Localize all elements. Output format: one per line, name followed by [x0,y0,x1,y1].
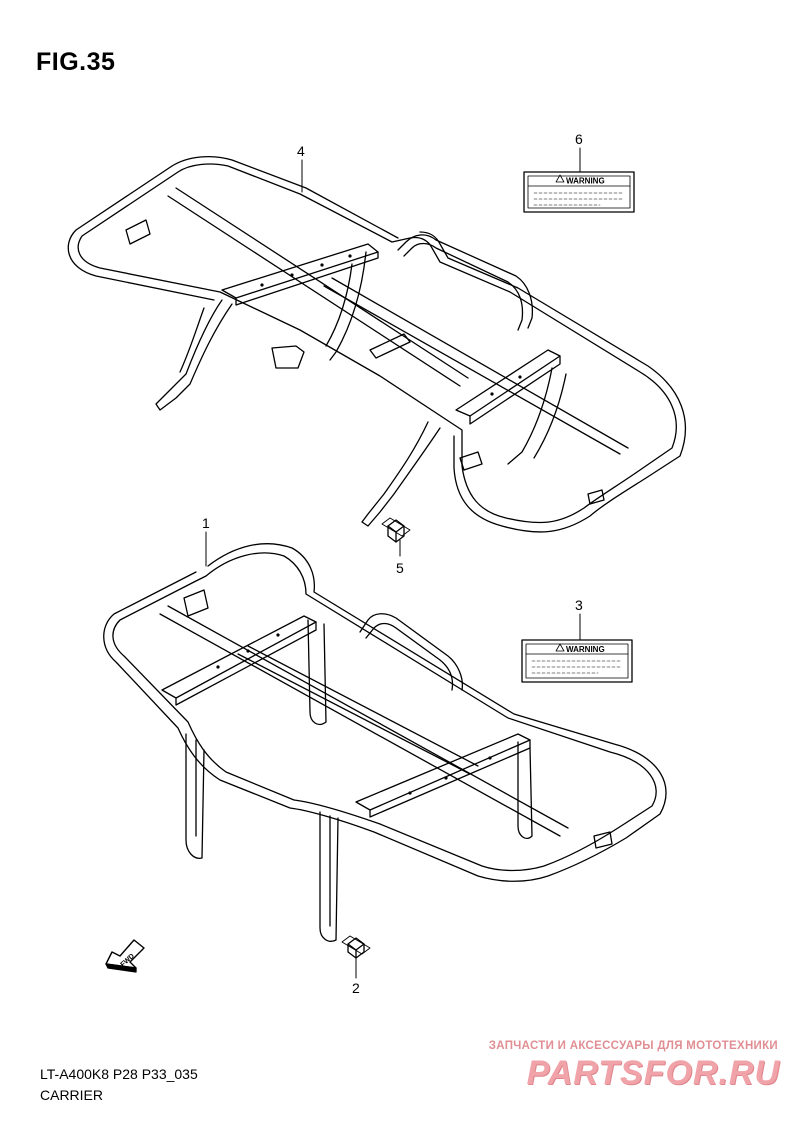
bolt-5-drawing [381,517,411,543]
footer-model-code: LT-A400K8 P28 P33_035 [40,1066,198,1082]
callout-2: 2 [352,980,360,996]
callout-3: 3 [575,597,583,613]
callout-6: 6 [575,131,583,147]
callout-1: 1 [202,515,210,531]
warning-label-6-text: WARNING [566,177,605,186]
rear-carrier-drawing [67,155,687,533]
watermark-tagline: ЗАПЧАСТИ И АКСЕССУАРЫ ДЛЯ МОТОТЕХНИКИ [488,1040,778,1052]
watermark-logo: PARTSFOR.RU [526,1054,780,1092]
warning-label-6-drawing [523,171,635,213]
figure-title: FIG.35 [36,48,116,76]
bolt-2-drawing [341,935,371,959]
front-carrier-drawing [103,543,667,942]
callout-5: 5 [396,560,404,576]
fwd-arrow-icon [105,939,145,973]
callout-4: 4 [297,143,305,159]
footer-section-name: CARRIER [40,1087,104,1103]
leader-lines [205,147,581,979]
warning-label-3-text: WARNING [566,645,605,654]
warning-label-3-drawing [521,639,633,683]
